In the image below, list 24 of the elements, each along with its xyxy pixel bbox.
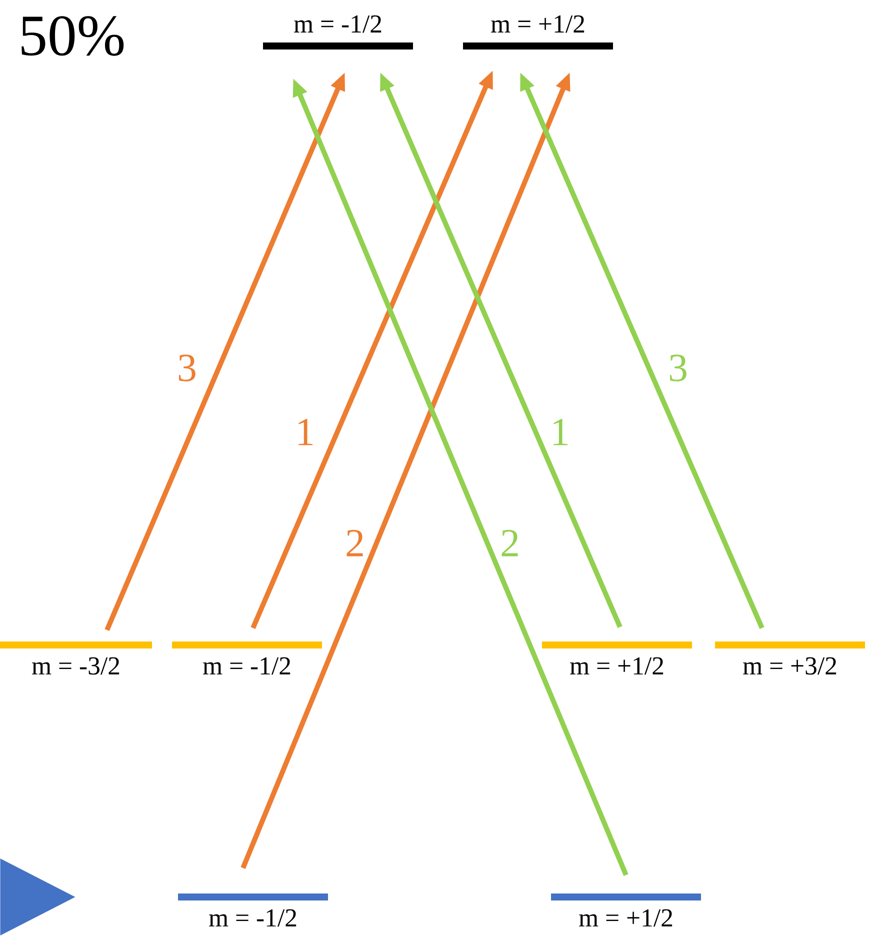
edge-label: 1 <box>298 418 313 446</box>
energy-level: m = +1/2 <box>551 894 701 927</box>
energy-level: m = +3/2 <box>715 642 866 675</box>
energy-level: m = -3/2 <box>0 642 152 675</box>
energy-level: m = +1/2 <box>463 15 613 50</box>
percentage-label: 50% <box>22 16 124 56</box>
edge-label: 3 <box>178 354 196 382</box>
edge-label: 3 <box>670 354 686 382</box>
node-label: m = +1/2 <box>570 657 664 675</box>
energy-level: m = -1/2 <box>178 894 328 927</box>
energy-level: m = -1/2 <box>263 15 413 50</box>
edge-label: 2 <box>502 530 518 556</box>
node-label: m = -1/2 <box>203 657 290 675</box>
pointer-triangle <box>0 858 76 936</box>
node-label: m = +1/2 <box>491 15 584 33</box>
node-label: m = -1/2 <box>294 15 382 33</box>
node-label: m = +1/2 <box>579 909 672 927</box>
energy-level: m = -1/2 <box>172 642 322 675</box>
node-label: m = +3/2 <box>743 657 836 675</box>
edge-label: 1 <box>554 418 568 446</box>
node-label: m = -3/2 <box>32 657 120 675</box>
edge-label: 2 <box>346 530 363 556</box>
energy-level: m = +1/2 <box>542 642 692 675</box>
node-label: m = -1/2 <box>209 909 296 927</box>
